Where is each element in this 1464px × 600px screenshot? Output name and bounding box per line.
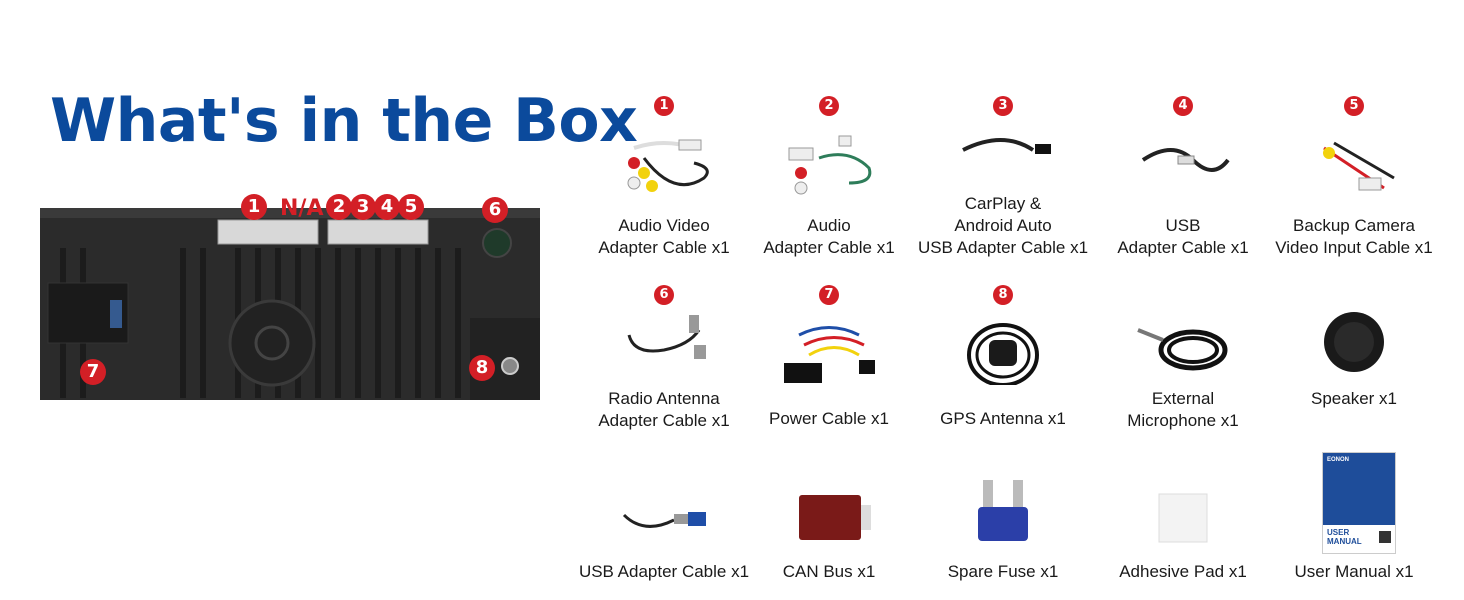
manual-title-line2: MANUAL — [1327, 537, 1362, 546]
unit-marker-4: 4 — [374, 194, 400, 220]
unit-marker-6: 6 — [482, 197, 508, 223]
manual-title-line1: USER — [1327, 528, 1350, 537]
item-adhesive-pad-label: Adhesive Pad x1 — [1119, 562, 1247, 581]
backup-camera-cable-image — [1323, 141, 1395, 191]
unit-marker-2: 2 — [326, 194, 352, 220]
item-5-label-line2: Video Input Cable x1 — [1275, 238, 1433, 257]
head-unit-rear-image — [40, 208, 540, 400]
item-1-label-line2: Adapter Cable x1 — [598, 238, 730, 257]
item-3-label-line1: CarPlay & — [964, 194, 1042, 213]
can-bus-image — [799, 495, 871, 540]
page-title: What's in the Box — [50, 86, 638, 156]
item-user-manual-label: User Manual x1 — [1294, 562, 1414, 581]
usb-cable-image — [1141, 148, 1230, 172]
item-5-number: 5 — [1344, 96, 1364, 116]
power-cable-image — [784, 326, 875, 383]
speaker-image — [1324, 312, 1384, 372]
item-2-number: 2 — [819, 96, 839, 116]
unit-marker-8: 8 — [469, 355, 495, 381]
carplay-usb-cable-image — [962, 138, 1051, 154]
item-7-number: 7 — [819, 285, 839, 305]
audio-video-cable-image — [627, 139, 709, 192]
item-usb-adapter-2-label: USB Adapter Cable x1 — [578, 562, 750, 581]
item-4-label-line2: Adapter Cable x1 — [1117, 238, 1249, 257]
manual-brand: EONON — [1327, 457, 1350, 463]
gps-antenna-image — [967, 323, 1039, 385]
item-1-number: 1 — [654, 96, 674, 116]
adhesive-pad-image — [1158, 493, 1208, 543]
item-1-label-line1: Audio Video — [618, 216, 710, 235]
unit-marker-5: 5 — [398, 194, 424, 220]
unit-na-label: N/A — [280, 196, 324, 221]
item-3-label-line3: USB Adapter Cable x1 — [917, 238, 1089, 257]
item-7-label: Power Cable x1 — [768, 409, 889, 428]
item-8-number: 8 — [993, 285, 1013, 305]
item-can-bus-label: CAN Bus x1 — [782, 562, 876, 581]
item-microphone-label-line2: Microphone x1 — [1127, 411, 1239, 430]
unit-marker-3: 3 — [350, 194, 376, 220]
unit-marker-7: 7 — [80, 359, 106, 385]
item-6-number: 6 — [654, 285, 674, 305]
item-4-label-line1: USB — [1165, 216, 1201, 235]
qr-code-icon — [1379, 531, 1391, 543]
fuse-image — [978, 480, 1028, 541]
item-microphone-label-line1: External — [1151, 389, 1215, 408]
microphone-image — [1137, 328, 1228, 371]
item-2-label-line1: Audio — [807, 216, 851, 235]
audio-cable-image — [788, 135, 872, 195]
unit-marker-1: 1 — [241, 194, 267, 220]
item-speaker-label: Speaker x1 — [1311, 389, 1397, 408]
item-6-label-line2: Adapter Cable x1 — [598, 411, 730, 430]
item-3-label-line2: Android Auto — [954, 216, 1052, 235]
radio-antenna-cable-image — [627, 315, 706, 359]
item-5-label-line1: Backup Camera — [1293, 216, 1415, 235]
usb-adapter-cable-2-image — [622, 512, 706, 528]
item-3-number: 3 — [993, 96, 1013, 116]
item-4-number: 4 — [1173, 96, 1193, 116]
user-manual-image: EONON USER MANUAL — [1322, 452, 1396, 554]
item-6-label-line1: Radio Antenna — [608, 389, 720, 408]
item-spare-fuse-label: Spare Fuse x1 — [947, 562, 1059, 581]
item-8-label: GPS Antenna x1 — [940, 409, 1066, 428]
item-2-label-line2: Adapter Cable x1 — [763, 238, 895, 257]
